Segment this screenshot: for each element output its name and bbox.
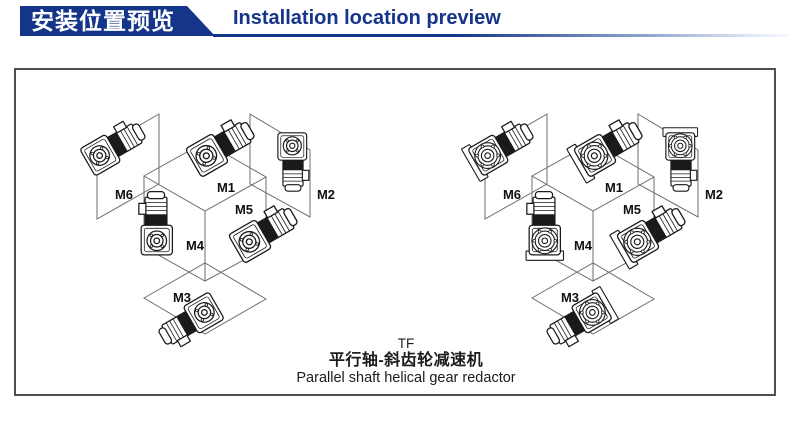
- gear-motor-m3-illustration: [540, 286, 618, 353]
- series-code: TF: [397, 336, 415, 351]
- label-m3: M3: [173, 290, 191, 305]
- label-m1: M1: [605, 180, 623, 195]
- section-title-zh: 安装位置预览: [31, 8, 175, 34]
- label-m1: M1: [217, 180, 235, 195]
- gear-motor-m1-illustration: [567, 113, 649, 183]
- label-m6: M6: [503, 187, 521, 202]
- label-m6: M6: [115, 187, 133, 202]
- label-m5: M5: [235, 202, 253, 217]
- gear-motor-m1-illustration: [183, 112, 260, 179]
- gear-motor-m2-illustration: [277, 132, 310, 192]
- label-m4: M4: [574, 238, 593, 253]
- label-m2: M2: [705, 187, 723, 202]
- series-name-en: Parallel shaft helical gear redactor: [296, 370, 516, 386]
- series-name-zh: 平行轴-斜齿轮减速机: [328, 352, 484, 369]
- gear-motor-m2-illustration: [663, 128, 698, 191]
- label-m3: M3: [561, 290, 579, 305]
- gear-motor-m6-illustration: [77, 114, 151, 177]
- diagram-frame: M1 M2 M3 M4 M5 M6 M1 M2 M3 M4: [14, 68, 776, 396]
- orientation-diagram-left: M1 M2 M3 M4 M5 M6: [77, 112, 335, 354]
- orientation-diagram-right: M1 M2 M3 M4 M5 M6: [450, 87, 723, 379]
- header-underline-divider: [213, 34, 790, 37]
- section-banner: 安装位置预览: [20, 6, 215, 36]
- label-m5: M5: [623, 202, 641, 217]
- label-m2: M2: [317, 187, 335, 202]
- section-title-en: Installation location preview: [233, 7, 501, 29]
- series-caption: TF 平行轴-斜齿轮减速机 Parallel shaft helical gea…: [296, 336, 516, 387]
- label-m4: M4: [186, 238, 205, 253]
